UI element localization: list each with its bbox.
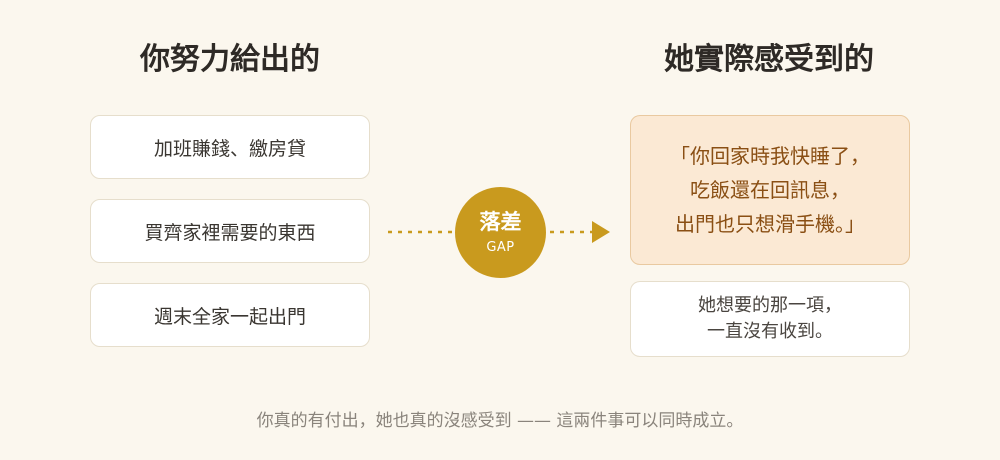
footer-note: 你真的有付出，她也真的沒感受到 —— 這兩件事可以同時成立。 [256,411,744,431]
gap-label: 落差 [479,209,522,234]
effort-card-outing: 週末全家一起出門 [90,283,370,347]
effort-card-supplies: 買齊家裡需要的東西 [90,199,370,263]
perceived-quote-card: 「你回家時我快睡了， 吃飯還在回訊息， 出門也只想滑手機。」 [630,115,910,265]
effort-heading: 你努力給出的 [140,42,320,77]
gap-sublabel: GAP [486,239,515,255]
perceived-heading: 她實際感受到的 [664,42,874,77]
effort-card-work: 加班賺錢、繳房貸 [90,115,370,179]
gap-badge: 落差 GAP [455,187,546,278]
arrow-head-icon [592,221,610,243]
unmet-wish-card: 她想要的那一項， 一直沒有收到。 [630,281,910,357]
